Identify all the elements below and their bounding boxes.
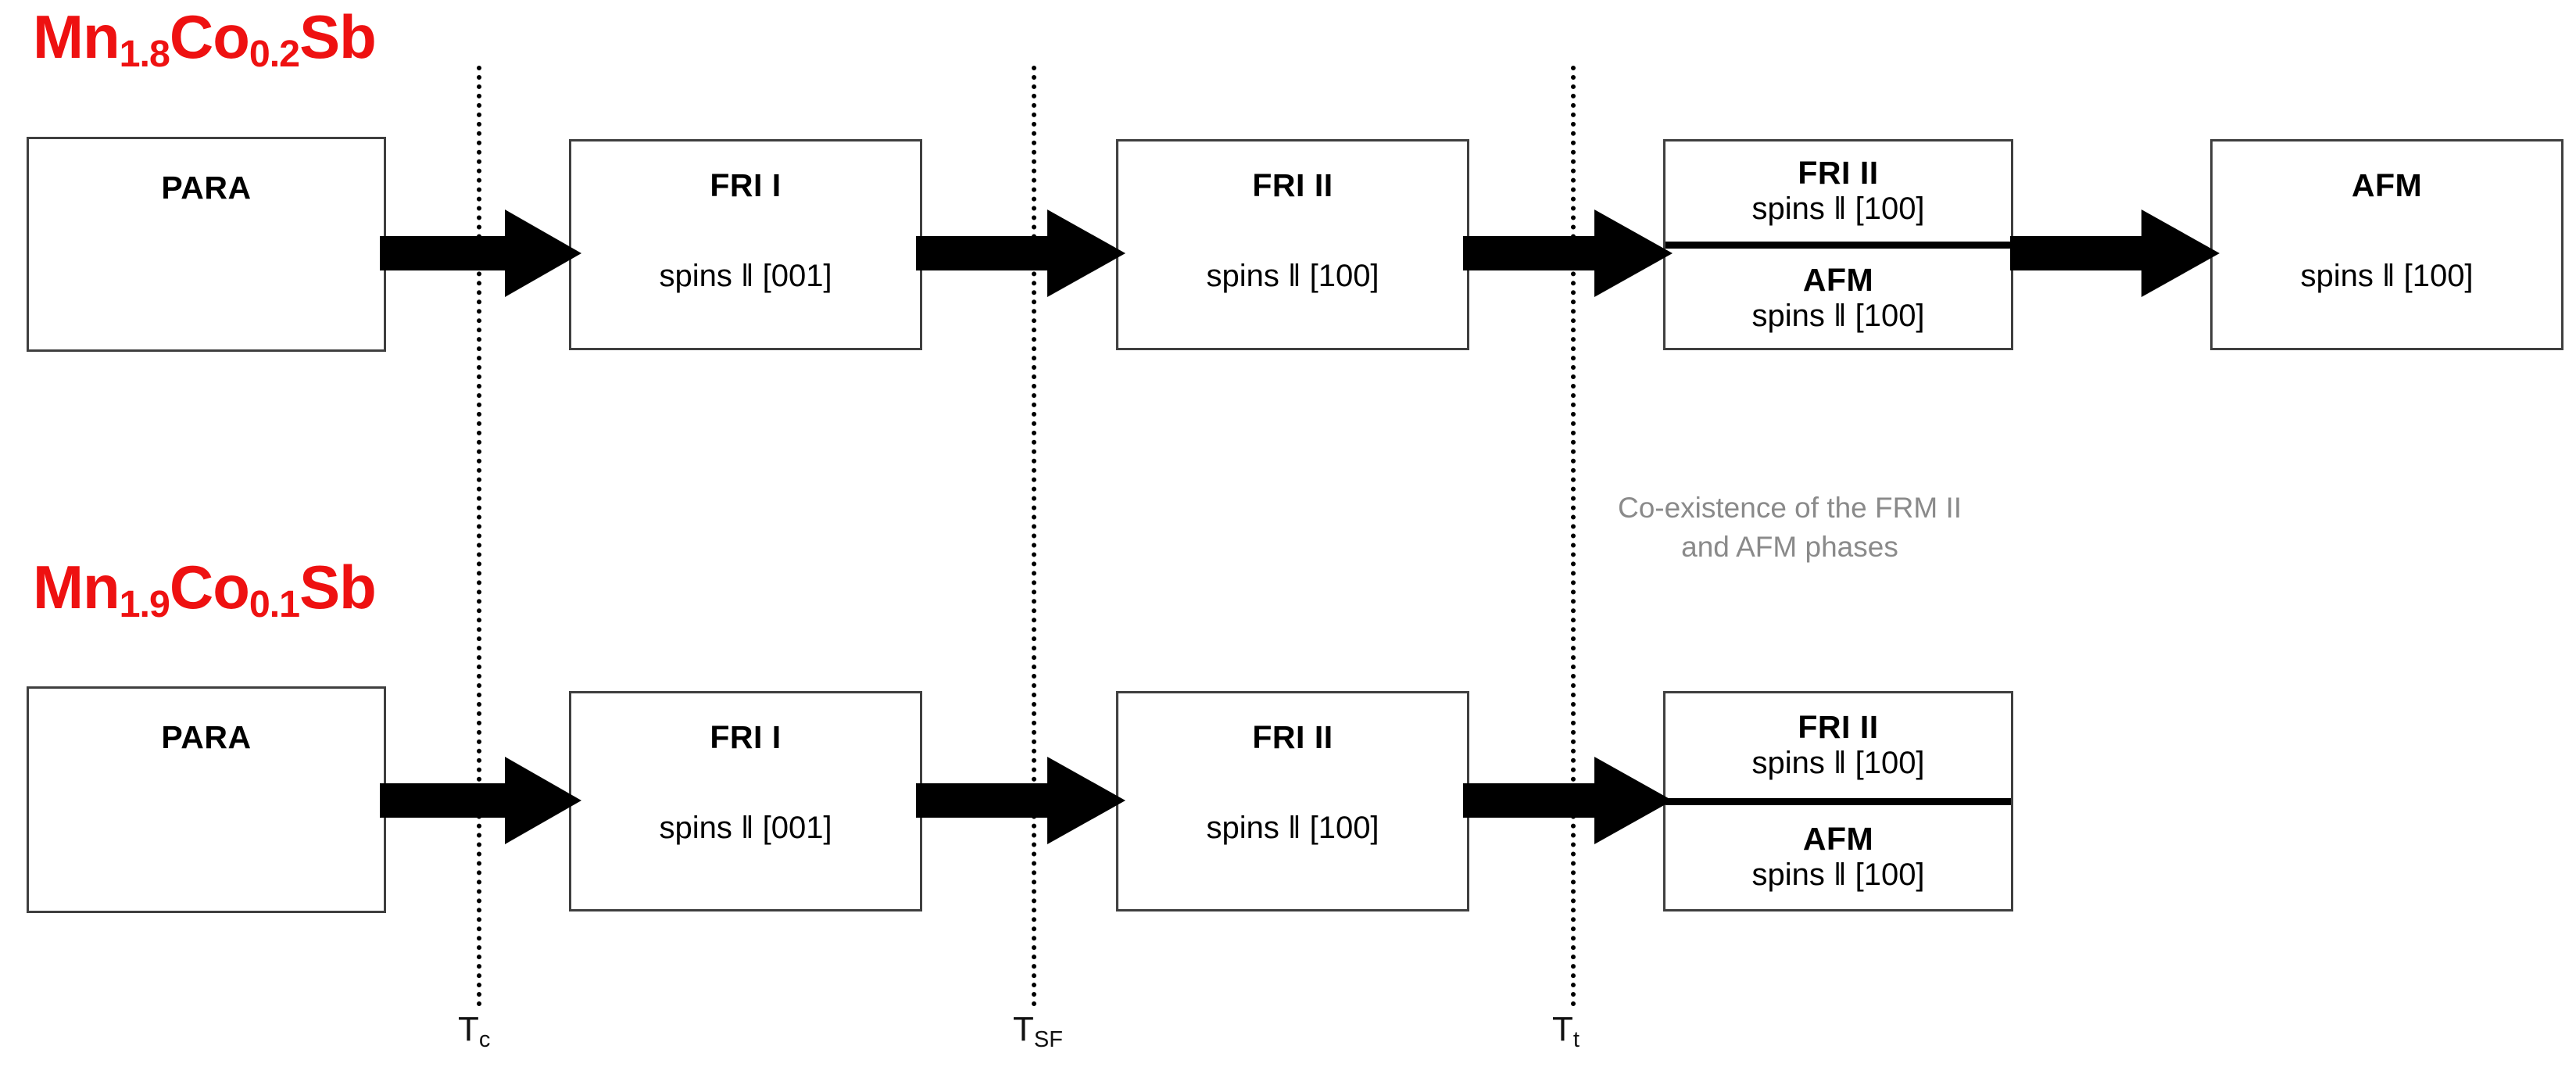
phase-spins: spins ‖ [100] [1751, 298, 1925, 333]
compound-label-row1: Mn1.8Co0.2Sb [33, 6, 377, 73]
transition-line-tt [1571, 66, 1576, 1007]
arrow-fri1-to-fri2-row1 [916, 210, 1125, 297]
phase-name: FRI I [710, 167, 782, 203]
coexistence-note: Co-existence of the FRM II and AFM phase… [1617, 492, 1962, 563]
phase-box-coexistence-row1[interactable]: FRI II spins ‖ [100] AFM spins ‖ [100] [1663, 139, 2013, 350]
temperature-label-tc: Tc [458, 1010, 490, 1051]
arrow-fri2-to-coexist-row1 [1463, 210, 1673, 297]
phase-name: FRI II [1252, 719, 1333, 755]
phase-spins: spins ‖ [001] [659, 259, 832, 294]
phase-box-para-row2[interactable]: PARA [27, 686, 386, 913]
compound-suffix: Sb [299, 2, 377, 71]
phase-name: FRI I [710, 719, 782, 755]
temperature-subscript: SF [1033, 1026, 1063, 1052]
phase-name: FRI II [1798, 709, 1879, 746]
compound-mid: Co [169, 2, 250, 71]
temperature-label-tt: Tt [1552, 1010, 1580, 1051]
arrow-coexist-to-afm-row1 [2010, 210, 2220, 297]
phase-name: PARA [161, 170, 252, 206]
arrow-para-to-fri1-row2 [380, 757, 581, 844]
phase-spins: spins ‖ [100] [1206, 811, 1379, 846]
phase-box-fri1-row2[interactable]: FRI I spins ‖ [001] [569, 691, 922, 911]
phase-half-top: FRI II spins ‖ [100] [1665, 693, 2011, 798]
phase-box-fri1-row1[interactable]: FRI I spins ‖ [001] [569, 139, 922, 350]
temperature-subscript: t [1572, 1026, 1580, 1052]
temperature-symbol: T [1552, 1010, 1573, 1048]
phase-spins: spins ‖ [100] [2300, 259, 2474, 294]
arrow-para-to-fri1-row1 [380, 210, 581, 297]
temperature-symbol: T [458, 1010, 479, 1048]
phase-name: AFM [1802, 820, 1874, 857]
phase-divider [1665, 797, 2011, 805]
phase-spins: spins ‖ [001] [659, 811, 832, 846]
phase-divider [1665, 241, 2011, 249]
transition-line-tc [477, 66, 481, 1007]
compound-mid: Co [169, 553, 250, 621]
phase-name: FRI II [1798, 155, 1879, 192]
phase-half-bottom: AFM spins ‖ [100] [1665, 805, 2011, 910]
phase-name: PARA [161, 719, 252, 755]
temperature-label-tsf: TSF [1013, 1010, 1063, 1051]
phase-box-para-row1[interactable]: PARA [27, 137, 386, 352]
phase-spins: spins ‖ [100] [1751, 192, 1925, 227]
phase-name: AFM [1802, 261, 1874, 298]
phase-spins: spins ‖ [100] [1751, 857, 1925, 892]
phase-box-fri2-row1[interactable]: FRI II spins ‖ [100] [1116, 139, 1469, 350]
temperature-symbol: T [1013, 1010, 1034, 1048]
compound-suffix: Sb [299, 553, 377, 621]
phase-box-fri2-row2[interactable]: FRI II spins ‖ [100] [1116, 691, 1469, 911]
compound-subscript-2: 0.1 [249, 582, 300, 625]
phase-half-top: FRI II spins ‖ [100] [1665, 141, 2011, 242]
phase-box-afm-row1[interactable]: AFM spins ‖ [100] [2210, 139, 2563, 350]
phase-box-coexistence-row2[interactable]: FRI II spins ‖ [100] AFM spins ‖ [100] [1663, 691, 2013, 911]
phase-spins: spins ‖ [100] [1206, 259, 1379, 294]
temperature-subscript: c [478, 1026, 491, 1052]
compound-subscript-2: 0.2 [249, 32, 300, 75]
compound-prefix: Mn [33, 553, 120, 621]
phase-name: AFM [2351, 167, 2423, 203]
compound-subscript-1: 1.8 [119, 32, 170, 75]
compound-subscript-1: 1.9 [119, 582, 170, 625]
transition-line-tsf [1032, 66, 1036, 1007]
phase-half-bottom: AFM spins ‖ [100] [1665, 249, 2011, 349]
phase-name: FRI II [1252, 167, 1333, 203]
compound-prefix: Mn [33, 2, 120, 71]
compound-label-row2: Mn1.9Co0.1Sb [33, 557, 377, 623]
arrow-fri2-to-coexist-row2 [1463, 757, 1673, 844]
phase-spins: spins ‖ [100] [1751, 746, 1925, 781]
arrow-fri1-to-fri2-row2 [916, 757, 1125, 844]
